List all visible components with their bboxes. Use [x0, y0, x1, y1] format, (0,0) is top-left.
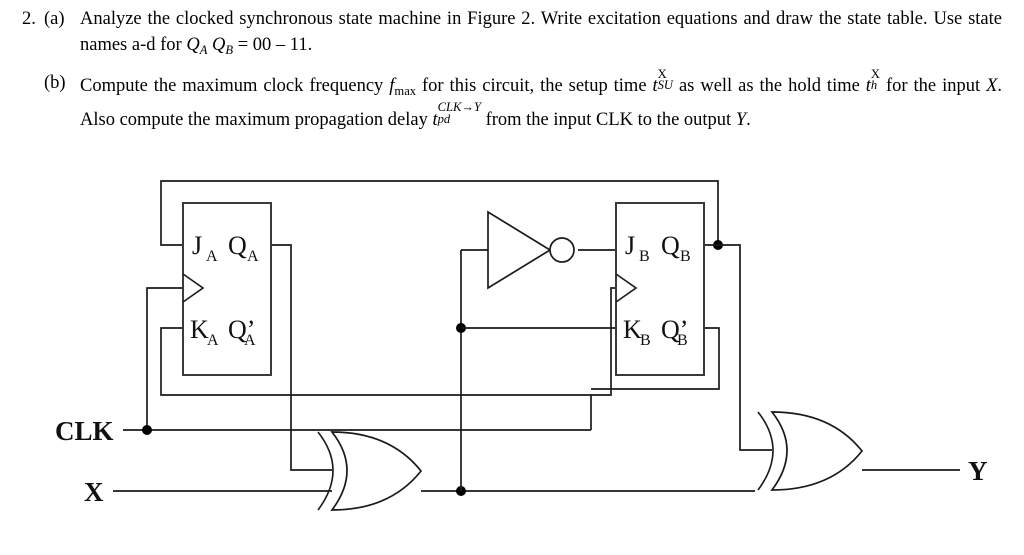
flip-flop-a-qn-subscript: A	[244, 332, 256, 349]
fmax-math: fmax	[389, 75, 417, 98]
f-symbol: f	[389, 75, 395, 96]
flip-flop-b-clock-triangle	[615, 273, 638, 303]
wire-qbn-output	[591, 327, 720, 390]
problem-statement: 2. (a) Analyze the clocked synchronous s…	[0, 0, 1024, 133]
flip-flop-a[interactable]: J A Q A K A Q’	[182, 202, 272, 376]
inverter-1-triangle	[487, 210, 552, 290]
part-b-label: (b)	[44, 73, 66, 94]
x-symbol: X	[986, 75, 998, 96]
part-a-text-2: = 00 – 11.	[233, 35, 313, 55]
part-a-text-1: Analyze the clocked synchronous state ma…	[80, 9, 1002, 55]
part-a-math: QA QB = 00 – 11.	[186, 35, 313, 58]
flip-flop-a-clock-triangle	[182, 273, 205, 303]
flip-flop-b-j-subscript: B	[639, 248, 650, 265]
wire-qbn-to-ka	[160, 327, 591, 396]
part-b-text: Compute the maximum clock frequency fmax…	[80, 67, 1010, 133]
xor-gate-1[interactable]	[317, 431, 423, 511]
wire-clk-to-ffa	[146, 287, 183, 430]
part-b-text-6: from the input CLK to the output	[480, 109, 736, 130]
flip-flop-a-qn-label: Q’	[228, 315, 255, 344]
flip-flop-b-q-subscript: B	[680, 248, 691, 265]
circuit-diagram: J A Q A K A Q’	[0, 160, 1024, 555]
wire-qb-to-ja-feedback	[160, 180, 719, 246]
xor-gate-2-body	[770, 411, 864, 491]
part-b-text-7: .	[746, 109, 751, 130]
part-b-text-5: . Also compute the maximum propagation d…	[80, 75, 1002, 130]
problem-number: 2.	[22, 9, 36, 29]
part-a-label: (a)	[44, 9, 65, 29]
flip-flop-b-k-label: K	[623, 315, 642, 344]
flip-flop-a-k-label: K	[190, 315, 209, 344]
t-h-symbol: t	[865, 75, 871, 96]
y-output-label: Y	[968, 456, 988, 486]
xor-gate-1-body	[330, 431, 423, 511]
q-b-symbol: Q	[212, 35, 226, 55]
q-a-symbol: Q	[186, 35, 200, 55]
flip-flop-b-k-subscript: B	[640, 332, 651, 349]
t-pd-symbol: t	[432, 109, 438, 130]
flip-flop-a-j-label: J	[192, 231, 202, 260]
xor-gate-2[interactable]	[757, 411, 864, 491]
flip-flop-b[interactable]: J B Q B K B Q’	[615, 202, 705, 376]
part-a-text: Analyze the clocked synchronous state ma…	[80, 6, 1010, 63]
flip-flop-b-qn-subscript: B	[677, 332, 688, 349]
t-su-superscript: X	[657, 66, 667, 81]
clk-input-label: CLK	[55, 416, 114, 446]
wire-network	[113, 180, 960, 496]
wire-clk-to-ffb	[590, 287, 616, 430]
q-b-subscript: B	[225, 43, 234, 58]
wire-qb-to-xor2	[704, 244, 772, 451]
part-b-text-2: for this circuit, the setup time	[416, 75, 653, 96]
q-a-subscript: A	[199, 43, 208, 58]
t-h-superscript: X	[870, 66, 881, 81]
f-subscript: max	[394, 83, 417, 98]
clk-junction-dot	[142, 425, 152, 435]
x-input-label: X	[84, 477, 104, 507]
t-pd-superscript: CLK→Y	[437, 100, 481, 115]
xor-gate-2-input-arc	[757, 411, 774, 491]
flip-flop-a-body	[182, 202, 272, 376]
flip-flop-a-q-label: Q	[228, 231, 247, 260]
t-pd-subscript: pd	[437, 112, 451, 127]
flip-flop-b-qn-label: Q’	[661, 315, 688, 344]
t-h-subscript: h	[870, 78, 878, 93]
flip-flop-b-q-label: Q	[661, 231, 680, 260]
part-b-text-1: Compute the maximum clock frequency	[80, 75, 390, 96]
flip-flop-b-j-label: J	[625, 231, 635, 260]
t-su-symbol: t	[652, 75, 658, 96]
inverter-1-bubble	[549, 237, 575, 263]
y-symbol: Y	[735, 109, 747, 130]
inverter-1[interactable]	[487, 210, 575, 290]
part-b-text-3: as well as the hold time	[673, 75, 866, 96]
problem-part-a: 2. (a) Analyze the clocked synchronous s…	[14, 6, 1010, 63]
problem-part-b: (b) Compute the maximum clock frequency …	[14, 67, 1010, 133]
flip-flop-b-body	[615, 202, 705, 376]
xor-gate-1-input-arc	[317, 431, 334, 511]
wire-qa-to-xor1	[271, 244, 332, 471]
t-su-subscript: SU	[657, 78, 674, 93]
flip-flop-a-k-subscript: A	[207, 332, 219, 349]
flip-flop-a-q-subscript: A	[247, 248, 259, 265]
flip-flop-a-j-subscript: A	[206, 248, 218, 265]
part-b-text-4: for the input	[880, 75, 987, 96]
